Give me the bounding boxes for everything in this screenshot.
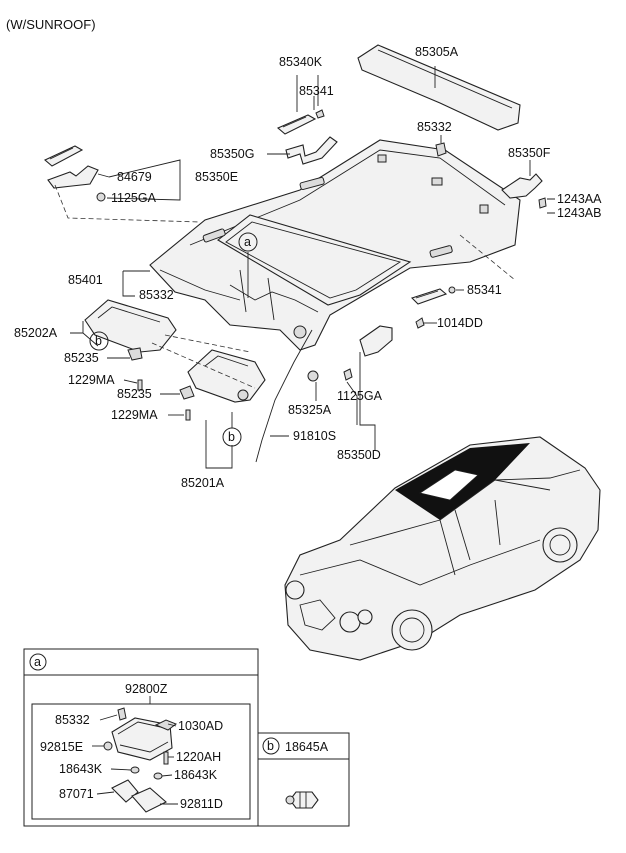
label-85350E: 85350E — [195, 170, 238, 184]
ref-line-visor — [151, 334, 256, 389]
leader-lines — [70, 66, 555, 469]
label-85350G: 85350G — [210, 147, 254, 161]
label-85340K: 85340K — [279, 55, 323, 69]
part-labels: 85305A 85340K 85341 85332 85350G 85350F … — [14, 45, 602, 490]
callout-b-left: b — [89, 331, 109, 351]
inset-a-labels: 85332 1030AD 92815E 1220AH 18643K 18643K… — [40, 713, 223, 811]
label-92815E: 92815E — [40, 740, 83, 754]
label-1125GA-right: 1125GA — [337, 389, 383, 403]
inset-a-leaders — [92, 714, 178, 805]
label-85235-b: 85235 — [117, 387, 152, 401]
svg-text:b: b — [95, 334, 102, 348]
svg-text:a: a — [244, 235, 251, 249]
label-18643K-right: 18643K — [174, 768, 218, 782]
inset-b-tag: b — [267, 739, 274, 753]
bracket-85350D — [307, 325, 393, 382]
callout-a-main: a — [238, 232, 258, 252]
label-1229MA-b: 1229MA — [111, 408, 158, 422]
label-1125GA-left: 1125GA — [111, 191, 157, 205]
label-1243AB: 1243AB — [557, 206, 601, 220]
clip-85332-top — [435, 135, 447, 157]
car-illustration — [284, 436, 601, 661]
label-91810S: 91810S — [293, 429, 336, 443]
wiring-harness-91810S — [255, 329, 313, 463]
ref-line-left — [54, 184, 201, 223]
label-85332-top: 85332 — [417, 120, 452, 134]
pad-85305A — [357, 44, 521, 131]
bracket-85350F — [501, 173, 547, 209]
bulb-18645A — [285, 791, 319, 809]
label-1030AD: 1030AD — [178, 719, 223, 733]
label-92800Z: 92800Z — [125, 682, 168, 696]
ref-line-right — [459, 234, 516, 281]
label-85401: 85401 — [68, 273, 103, 287]
inset-b: b 18645A — [257, 732, 350, 827]
label-92811D: 92811D — [180, 797, 223, 811]
label-85350F: 85350F — [508, 146, 551, 160]
headliner-85401 — [149, 139, 521, 351]
label-87071: 87071 — [59, 787, 94, 801]
label-1014DD: 1014DD — [437, 316, 483, 330]
label-1229MA-a: 1229MA — [68, 373, 115, 387]
svg-text:b: b — [228, 430, 235, 444]
label-1243AA: 1243AA — [557, 192, 602, 206]
label-84679: 84679 — [117, 170, 152, 184]
sunvisor-85201A — [179, 349, 266, 421]
label-85332-inset: 85332 — [55, 713, 90, 727]
label-85202A: 85202A — [14, 326, 58, 340]
assist-handle-left — [43, 145, 106, 202]
callout-b-right: b — [222, 427, 242, 447]
assist-handle-right — [410, 286, 456, 329]
label-85332-mid: 85332 — [139, 288, 174, 302]
label-85201A: 85201A — [181, 476, 225, 490]
inset-a-tag: a — [34, 655, 41, 669]
label-85305A: 85305A — [415, 45, 459, 59]
label-85341-top: 85341 — [299, 84, 334, 98]
bracket-85350G — [285, 136, 338, 165]
assist-handle-top — [276, 109, 325, 135]
inset-a: a 92800Z 85332 1030AD 92815E 1220AH 1864… — [23, 648, 259, 827]
diagram-title: (W/SUNROOF) — [6, 17, 96, 32]
label-85341-right: 85341 — [467, 283, 502, 297]
label-18643K-left: 18643K — [59, 762, 103, 776]
label-85235-a: 85235 — [64, 351, 99, 365]
label-85350D: 85350D — [337, 448, 381, 462]
label-1220AH: 1220AH — [176, 750, 221, 764]
label-18645A: 18645A — [285, 740, 329, 754]
label-85325A: 85325A — [288, 403, 332, 417]
